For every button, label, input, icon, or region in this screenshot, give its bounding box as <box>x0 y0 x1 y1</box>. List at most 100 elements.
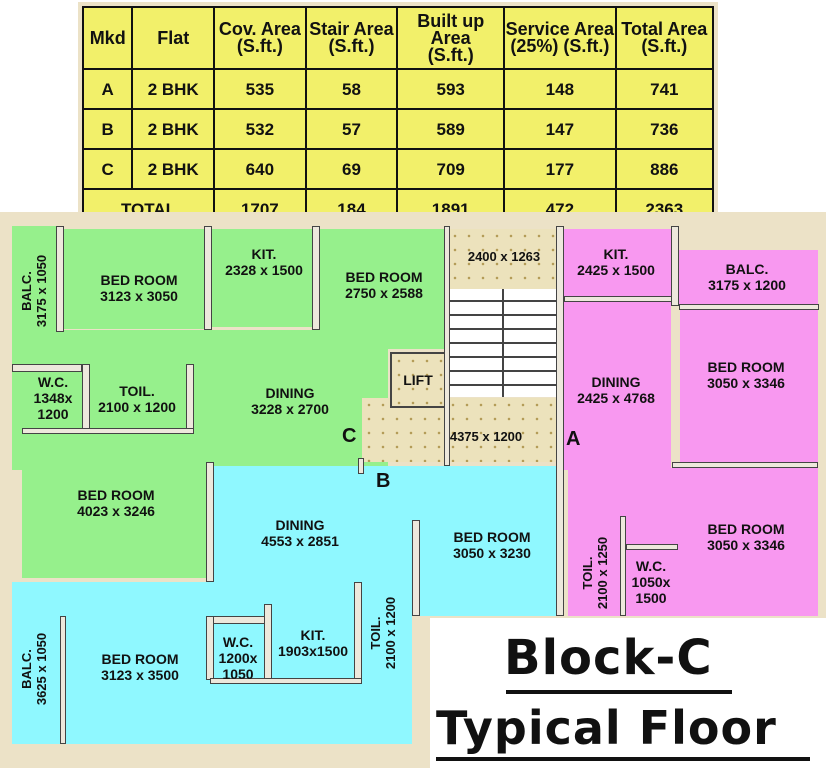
room-c-bedroom-2 <box>320 229 444 349</box>
room-b-balcony <box>12 616 60 744</box>
table-cell: 535 <box>213 68 307 110</box>
label-a-toilet: TOIL.2100 x 1250 <box>580 536 610 610</box>
stair-step <box>449 356 559 358</box>
label-c-toilet: TOIL.2100 x 1200 <box>98 383 176 415</box>
stair-step <box>449 328 559 330</box>
room-a-balcony <box>679 250 818 306</box>
flat-marker-c: C <box>342 425 357 447</box>
table-cell: 69 <box>304 148 399 190</box>
table-cell: A <box>81 68 134 110</box>
table-cell: C <box>81 148 134 190</box>
table-cell: 736 <box>614 108 715 150</box>
wall <box>12 364 82 372</box>
wall <box>354 582 362 680</box>
table-cell: 148 <box>503 68 617 110</box>
flat-marker-b: B <box>376 470 391 492</box>
room-c-wc <box>22 370 82 428</box>
header-mkd: Mkd <box>81 6 134 70</box>
table-cell: 57 <box>304 108 399 150</box>
stair-landing <box>448 229 558 289</box>
table-cell: 589 <box>396 108 506 150</box>
table-cell: 177 <box>503 148 617 190</box>
stair-step <box>449 314 559 316</box>
table-cell: 741 <box>614 68 715 110</box>
wall <box>204 226 212 330</box>
wall <box>22 428 194 434</box>
title-underline <box>506 690 732 694</box>
label-b-kitchen: KIT.1903x1500 <box>277 627 349 659</box>
table-cell: 593 <box>396 68 506 110</box>
wall <box>264 604 272 680</box>
label-stair-landing: 2400 x 1263 <box>467 249 541 264</box>
wall <box>672 462 818 468</box>
label-a-balcony: BALC.3175 x 1200 <box>708 261 786 293</box>
title-floor: Typical Floor <box>436 701 777 755</box>
wall <box>206 462 214 582</box>
area-table-header-row: Mkd Flat Cov. Area (S.ft.) Stair Area (S… <box>81 6 715 70</box>
flat-marker-a: A <box>566 428 581 450</box>
header-cov-area: Cov. Area (S.ft.) <box>213 6 307 70</box>
header-flat: Flat <box>131 6 216 70</box>
area-table: Mkd Flat Cov. Area (S.ft.) Stair Area (S… <box>81 6 715 230</box>
header-total-area: Total Area (S.ft.) <box>614 6 715 70</box>
wall <box>60 616 66 744</box>
title-block: Block-C <box>504 630 713 686</box>
wall <box>679 304 819 310</box>
label-b-balcony: BALC.3625 x 1050 <box>19 632 49 706</box>
table-cell: 640 <box>213 148 307 190</box>
room-a-dining <box>563 300 671 470</box>
wall <box>444 226 450 466</box>
table-cell: 886 <box>614 148 715 190</box>
stair-step <box>449 342 559 344</box>
table-row: A 2 BHK 535 58 593 148 741 <box>81 68 715 110</box>
wall <box>358 458 364 474</box>
label-a-kitchen: KIT.2425 x 1500 <box>577 246 655 278</box>
label-c-kitchen: KIT.2328 x 1500 <box>225 246 303 278</box>
stair-divider <box>502 289 504 397</box>
table-cell: 709 <box>396 148 506 190</box>
header-built-up-area: Built up Area (S.ft.) <box>396 6 506 70</box>
wall <box>186 364 194 430</box>
table-cell: 2 BHK <box>131 68 216 110</box>
table-cell: 2 BHK <box>131 108 216 150</box>
table-cell: 58 <box>304 68 399 110</box>
header-stair-area: Stair Area (S.ft.) <box>304 6 399 70</box>
table-row: B 2 BHK 532 57 589 147 736 <box>81 108 715 150</box>
wall <box>56 226 64 332</box>
header-service-area: Service Area (25%) (S.ft.) <box>503 6 617 70</box>
room-a-kitchen <box>563 229 671 297</box>
wall <box>412 520 420 616</box>
wall <box>564 296 672 302</box>
room-b-bedroom-1 <box>420 520 558 616</box>
wall <box>312 226 320 330</box>
room-c-toilet <box>88 370 188 428</box>
stair-step <box>449 370 559 372</box>
wall <box>671 226 679 306</box>
wall <box>556 226 564 616</box>
wall <box>626 544 678 550</box>
wall <box>620 516 626 616</box>
label-b-toilet: TOIL.2100 x 1200 <box>368 596 398 670</box>
table-cell: 532 <box>213 108 307 150</box>
room-a-wc <box>626 548 678 616</box>
room-c-bedroom-1 <box>64 229 204 329</box>
table-cell: B <box>81 108 134 150</box>
table-cell: 2 BHK <box>131 148 216 190</box>
table-row: C 2 BHK 640 69 709 177 886 <box>81 148 715 190</box>
stair-step <box>449 384 559 386</box>
wall <box>210 678 362 684</box>
room-a-bedroom-1 <box>680 308 818 464</box>
room-c-kitchen <box>210 229 316 327</box>
